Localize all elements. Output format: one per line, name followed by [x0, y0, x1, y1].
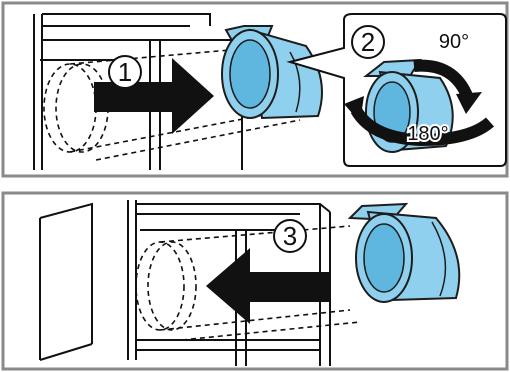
step-1-badge: 1	[108, 55, 142, 89]
step-3-number: 3	[283, 221, 297, 251]
step-panel-bottom: 3	[1, 191, 509, 371]
step-2-badge: 2	[351, 25, 385, 59]
step-3-badge: 3	[273, 219, 307, 253]
angle-180-label: 180°	[407, 123, 448, 145]
step-panel-top: 1 2 90° 180°	[1, 1, 509, 178]
appliance-door	[39, 202, 93, 361]
filter-cylinder-bottom	[347, 202, 461, 303]
dashed-filter-outline-bottom	[135, 225, 361, 341]
arrow-left-icon	[206, 248, 330, 324]
step-2-number: 2	[361, 27, 375, 57]
filter-cylinder-top	[221, 25, 323, 120]
step-1-number: 1	[118, 57, 132, 87]
rotate-arrow-icon	[344, 59, 495, 147]
angle-90-label: 90°	[439, 31, 469, 53]
arrow-right-icon	[94, 58, 214, 134]
appliance-housing-bottom	[127, 200, 331, 366]
